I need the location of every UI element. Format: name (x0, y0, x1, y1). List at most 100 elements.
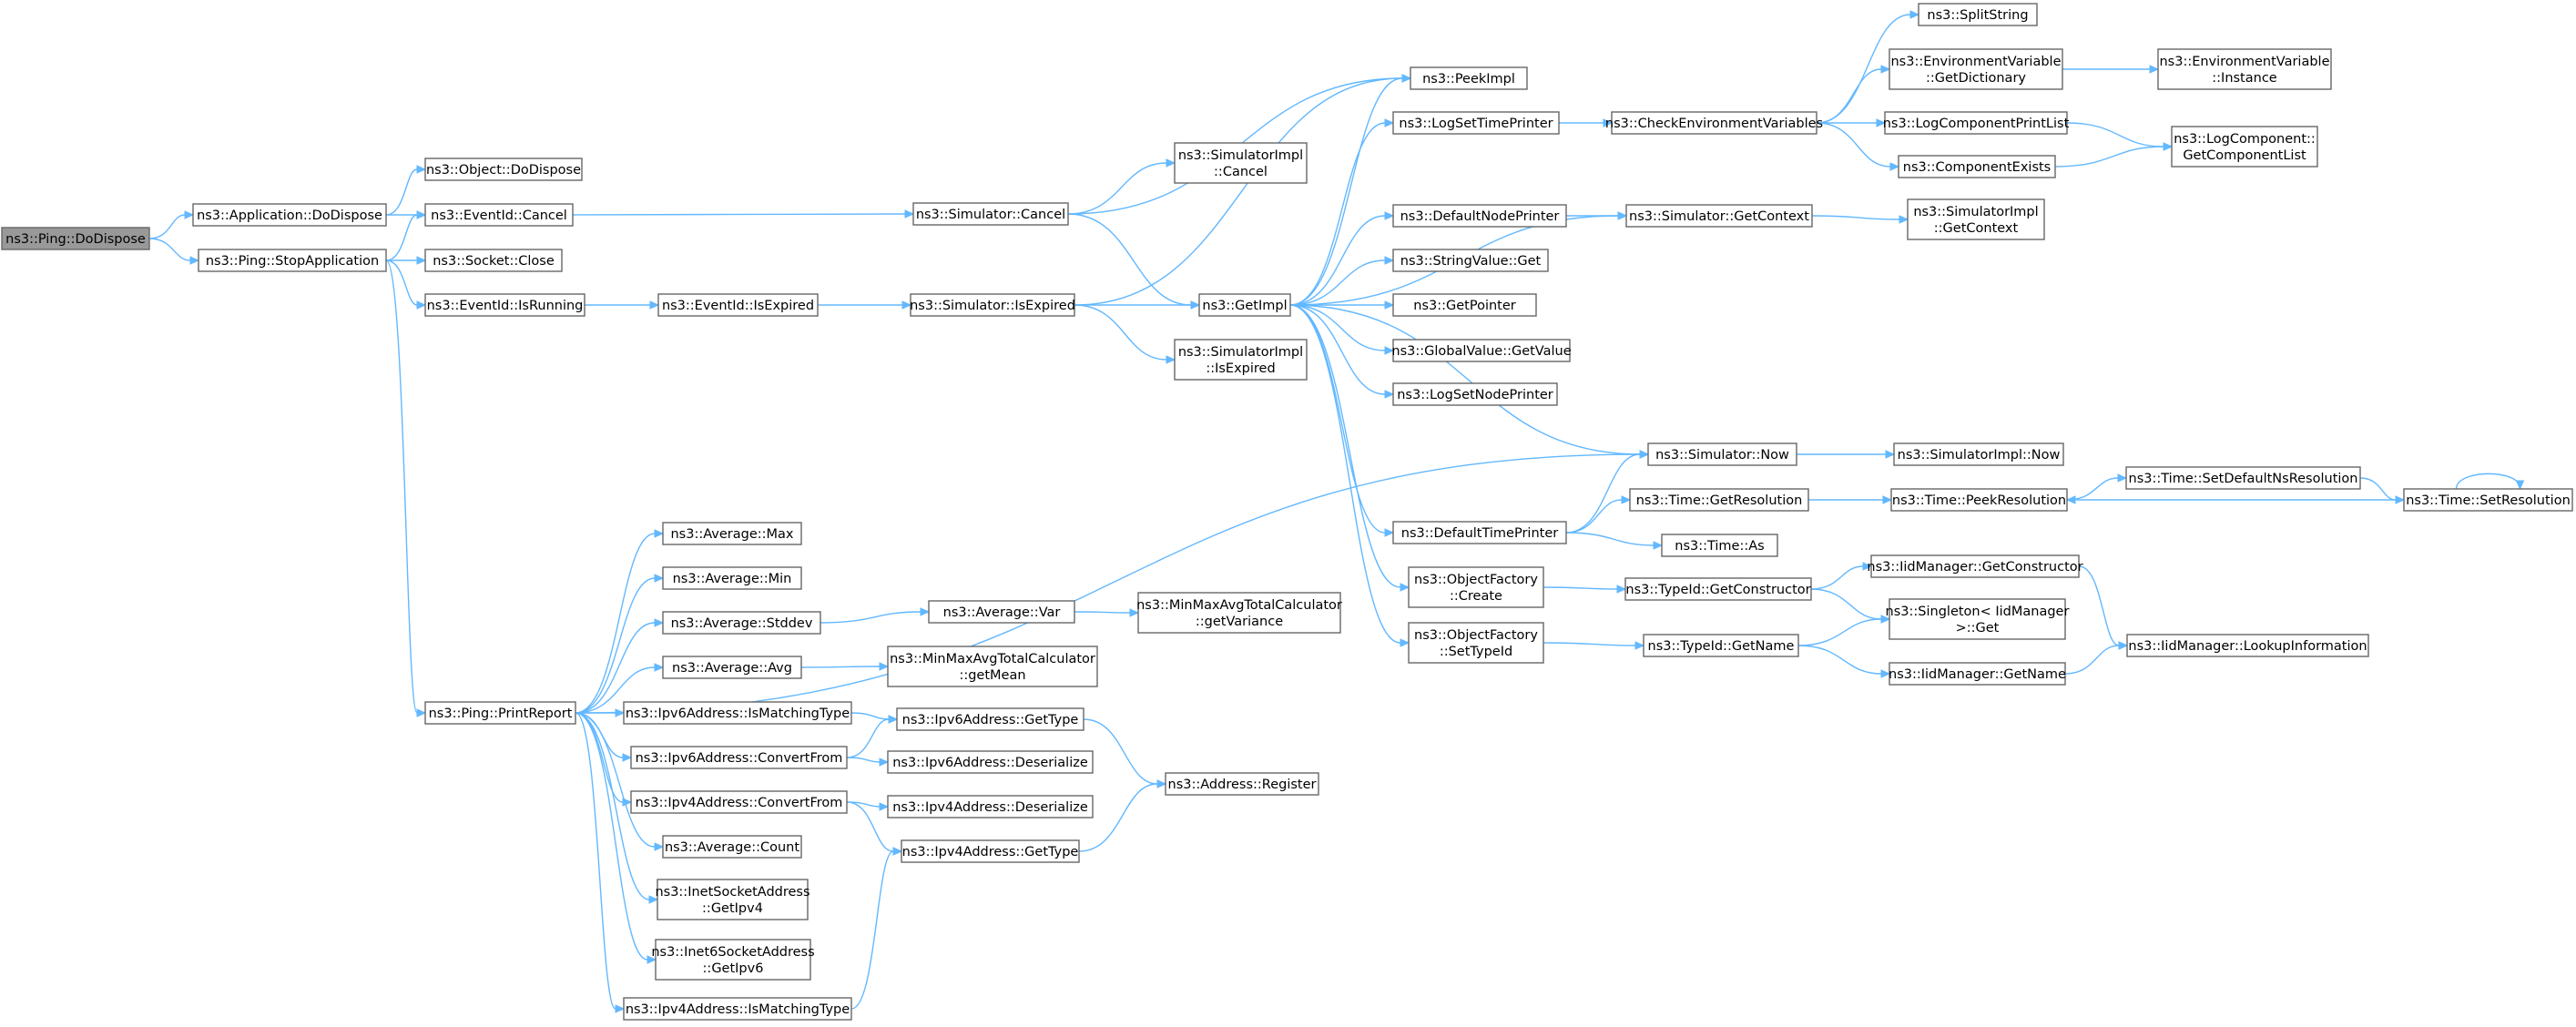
node-logsettime[interactable]: ns3::LogSetTimePrinter (1392, 111, 1560, 135)
node-time-setres-box (2403, 488, 2573, 512)
node-time-peekres[interactable]: ns3::Time::PeekResolution (1890, 488, 2068, 512)
node-objfactory-create[interactable]: ns3::ObjectFactory::Create (1408, 566, 1544, 608)
node-avg-avg[interactable]: ns3::Average::Avg (662, 656, 802, 679)
node-simimpl-getcontext-box (1907, 198, 2045, 240)
node-simimpl-cancel[interactable]: ns3::SimulatorImpl::Cancel (1174, 142, 1308, 184)
edge-objfactory-create-to-typeid-getctor (1543, 585, 1627, 594)
node-ipv4-deserialize-label: ns3::Ipv4Address::Deserialize (892, 800, 1088, 815)
node-time-as[interactable]: ns3::Time::As (1661, 534, 1778, 557)
node-objfactory-settype[interactable]: ns3::ObjectFactory::SetTypeId (1408, 622, 1544, 664)
node-ipv4-gettype-label: ns3::Ipv4Address::GetType (902, 845, 1079, 859)
node-logcomp-getlist[interactable]: ns3::LogComponent::GetComponentList (2171, 126, 2318, 168)
node-globalvalue[interactable]: ns3::GlobalValue::GetValue (1391, 339, 1572, 362)
edge-typeid-getname-to-iid-getname (1797, 645, 1891, 678)
node-inetsock-ipv4[interactable]: ns3::InetSocketAddress::GetIpv4 (655, 879, 810, 920)
node-compexists[interactable]: ns3::ComponentExists (1898, 155, 2056, 178)
node-sim-now[interactable]: ns3::Simulator::Now (1647, 442, 1797, 466)
node-getpointer[interactable]: ns3::GetPointer (1392, 293, 1537, 317)
edge-ipv4-ismatching-to-ipv4-gettype (850, 847, 903, 1010)
node-simimpl-getcontext-label-line2: ::GetContext (1934, 221, 2019, 236)
node-checkenv[interactable]: ns3::CheckEnvironmentVariables (1605, 111, 1823, 135)
node-avg-count[interactable]: ns3::Average::Count (662, 835, 802, 859)
node-avg-max-label: ns3::Average::Max (670, 527, 793, 542)
node-defnodeprinter-label: ns3::DefaultNodePrinter (1400, 209, 1560, 224)
edge-getimpl-to-globalvalue-arrowhead (1384, 346, 1395, 355)
node-typeid-getctor[interactable]: ns3::TypeId::GetConstructor (1624, 577, 1812, 601)
edge-stopapp-to-sock-close (385, 256, 427, 265)
edge-ipv4-gettype-to-addr-register-line (1078, 783, 1158, 852)
node-avg-stddev[interactable]: ns3::Average::Stddev (662, 611, 821, 635)
call-graph-nodes: ns3::Ping::DoDispose ns3::Application::Do… (1, 3, 2573, 1021)
node-eid-running[interactable]: ns3::EventId::IsRunning (424, 293, 585, 317)
node-sock-close-box (424, 249, 563, 272)
node-deftimeprinter[interactable]: ns3::DefaultTimePrinter (1392, 521, 1567, 544)
edge-root-to-app-dodispose-line (148, 214, 186, 239)
node-splitstring[interactable]: ns3::SplitString (1918, 3, 2038, 26)
node-eid-expired[interactable]: ns3::EventId::IsExpired (657, 293, 819, 317)
node-ipv4-convert[interactable]: ns3::Ipv4Address::ConvertFrom (630, 790, 848, 814)
node-singleton-get[interactable]: ns3::Singleton< IidManager >::Get (1886, 598, 2070, 640)
node-ipv4-ismatching[interactable]: ns3::Ipv4Address::IsMatchingType (623, 997, 852, 1021)
node-ipv4-deserialize[interactable]: ns3::Ipv4Address::Deserialize (887, 795, 1094, 819)
node-avg-var[interactable]: ns3::Average::Var (928, 600, 1075, 624)
edge-sim-isexpired-to-peekimpl (1074, 74, 1412, 306)
edge-defnodeprinter-to-sim-getcontext (1566, 211, 1628, 220)
node-avg-max[interactable]: ns3::Average::Max (662, 522, 802, 545)
edge-time-setres-to-time-setres (2455, 473, 2525, 491)
node-printreport[interactable]: ns3::Ping::PrintReport (424, 701, 576, 725)
node-app-dodispose[interactable]: ns3::Application::DoDispose (192, 203, 387, 227)
node-simimpl-getcontext[interactable]: ns3::SimulatorImpl::GetContext (1907, 198, 2045, 240)
node-minmax-getvar[interactable]: ns3::MinMaxAvgTotalCalculator::getVarian… (1136, 592, 1342, 634)
node-inet6sock-ipv6[interactable]: ns3::Inet6SocketAddress::GetIpv6 (651, 939, 815, 981)
node-root-box (1, 227, 150, 250)
node-time-setres[interactable]: ns3::Time::SetResolution (2403, 488, 2573, 512)
node-logcomp-printlist[interactable]: ns3::LogComponentPrintList (1883, 111, 2070, 135)
node-eid-cancel[interactable]: ns3::EventId::Cancel (424, 203, 574, 227)
node-sim-getcontext[interactable]: ns3::Simulator::GetContext (1625, 204, 1813, 228)
node-iid-getname[interactable]: ns3::IidManager::GetName (1889, 662, 2066, 686)
node-simimpl-now[interactable]: ns3::SimulatorImpl::Now (1893, 442, 2064, 466)
node-obj-dodispose[interactable]: ns3::Object::DoDispose (424, 158, 583, 181)
edge-ipv6-ismatching-to-ipv6-gettype-line (850, 712, 890, 720)
node-ipv6-deserialize[interactable]: ns3::Ipv6Address::Deserialize (887, 750, 1094, 774)
edge-eid-running-to-eid-expired (585, 300, 660, 310)
node-envvar-getdict[interactable]: ns3::EnvironmentVariable::GetDictionary (1889, 48, 2063, 90)
node-sim-isexpired[interactable]: ns3::Simulator::IsExpired (910, 293, 1075, 317)
node-iid-lookup[interactable]: ns3::IidManager::LookupInformation (2126, 634, 2369, 657)
node-envvar-instance[interactable]: ns3::EnvironmentVariable::Instance (2157, 48, 2332, 90)
node-peekimpl[interactable]: ns3::PeekImpl (1410, 66, 1528, 90)
node-iid-getctor[interactable]: ns3::IidManager::GetConstructor (1867, 554, 2083, 578)
node-sim-cancel[interactable]: ns3::Simulator::Cancel (912, 202, 1069, 226)
node-logsetnode[interactable]: ns3::LogSetNodePrinter (1392, 382, 1558, 406)
node-strvalue-get[interactable]: ns3::StringValue::Get (1392, 249, 1549, 272)
node-time-setdefaultns[interactable]: ns3::Time::SetDefaultNsResolution (2125, 466, 2361, 490)
node-ipv4-gettype[interactable]: ns3::Ipv4Address::GetType (901, 839, 1080, 863)
node-ipv6-ismatching[interactable]: ns3::Ipv6Address::IsMatchingType (623, 701, 852, 725)
node-ipv6-convert[interactable]: ns3::Ipv6Address::ConvertFrom (630, 746, 848, 769)
node-minmax-getmean[interactable]: ns3::MinMaxAvgTotalCalculator::getMean (887, 646, 1098, 687)
node-stopapp-label: ns3::Ping::StopApplication (206, 254, 379, 269)
node-printreport-label: ns3::Ping::PrintReport (429, 707, 573, 721)
node-avg-min[interactable]: ns3::Average::Min (662, 566, 802, 590)
node-defnodeprinter-box (1392, 204, 1567, 228)
node-avg-avg-box (662, 656, 802, 679)
node-typeid-getname[interactable]: ns3::TypeId::GetName (1643, 634, 1799, 657)
node-defnodeprinter[interactable]: ns3::DefaultNodePrinter (1392, 204, 1567, 228)
edge-printreport-to-avg-count-arrowhead (654, 842, 665, 851)
node-getimpl[interactable]: ns3::GetImpl (1198, 293, 1291, 317)
node-sim-isexpired-label: ns3::Simulator::IsExpired (910, 299, 1075, 313)
edge-printreport-to-avg-max (575, 529, 665, 714)
node-ipv6-gettype[interactable]: ns3::Ipv6Address::GetType (896, 707, 1084, 731)
edge-checkenv-to-envvar-getdict-arrowhead (1880, 65, 1891, 74)
node-objfactory-create-label-line1: ns3::ObjectFactory (1414, 573, 1538, 587)
node-root[interactable]: ns3::Ping::DoDispose (1, 227, 150, 250)
node-addr-register[interactable]: ns3::Address::Register (1165, 772, 1319, 796)
node-simimpl-isexpired[interactable]: ns3::SimulatorImpl::IsExpired (1174, 339, 1308, 381)
node-time-getres[interactable]: ns3::Time::GetResolution (1629, 488, 1809, 512)
node-singleton-get-box (1889, 598, 2066, 640)
edge-objfactory-settype-to-typeid-getname (1543, 641, 1645, 650)
node-stopapp[interactable]: ns3::Ping::StopApplication (198, 249, 387, 272)
edge-deftimeprinter-to-time-as-line (1565, 532, 1655, 546)
node-sock-close[interactable]: ns3::Socket::Close (424, 249, 563, 272)
edge-sim-isexpired-to-simimpl-isexpired (1074, 304, 1176, 364)
